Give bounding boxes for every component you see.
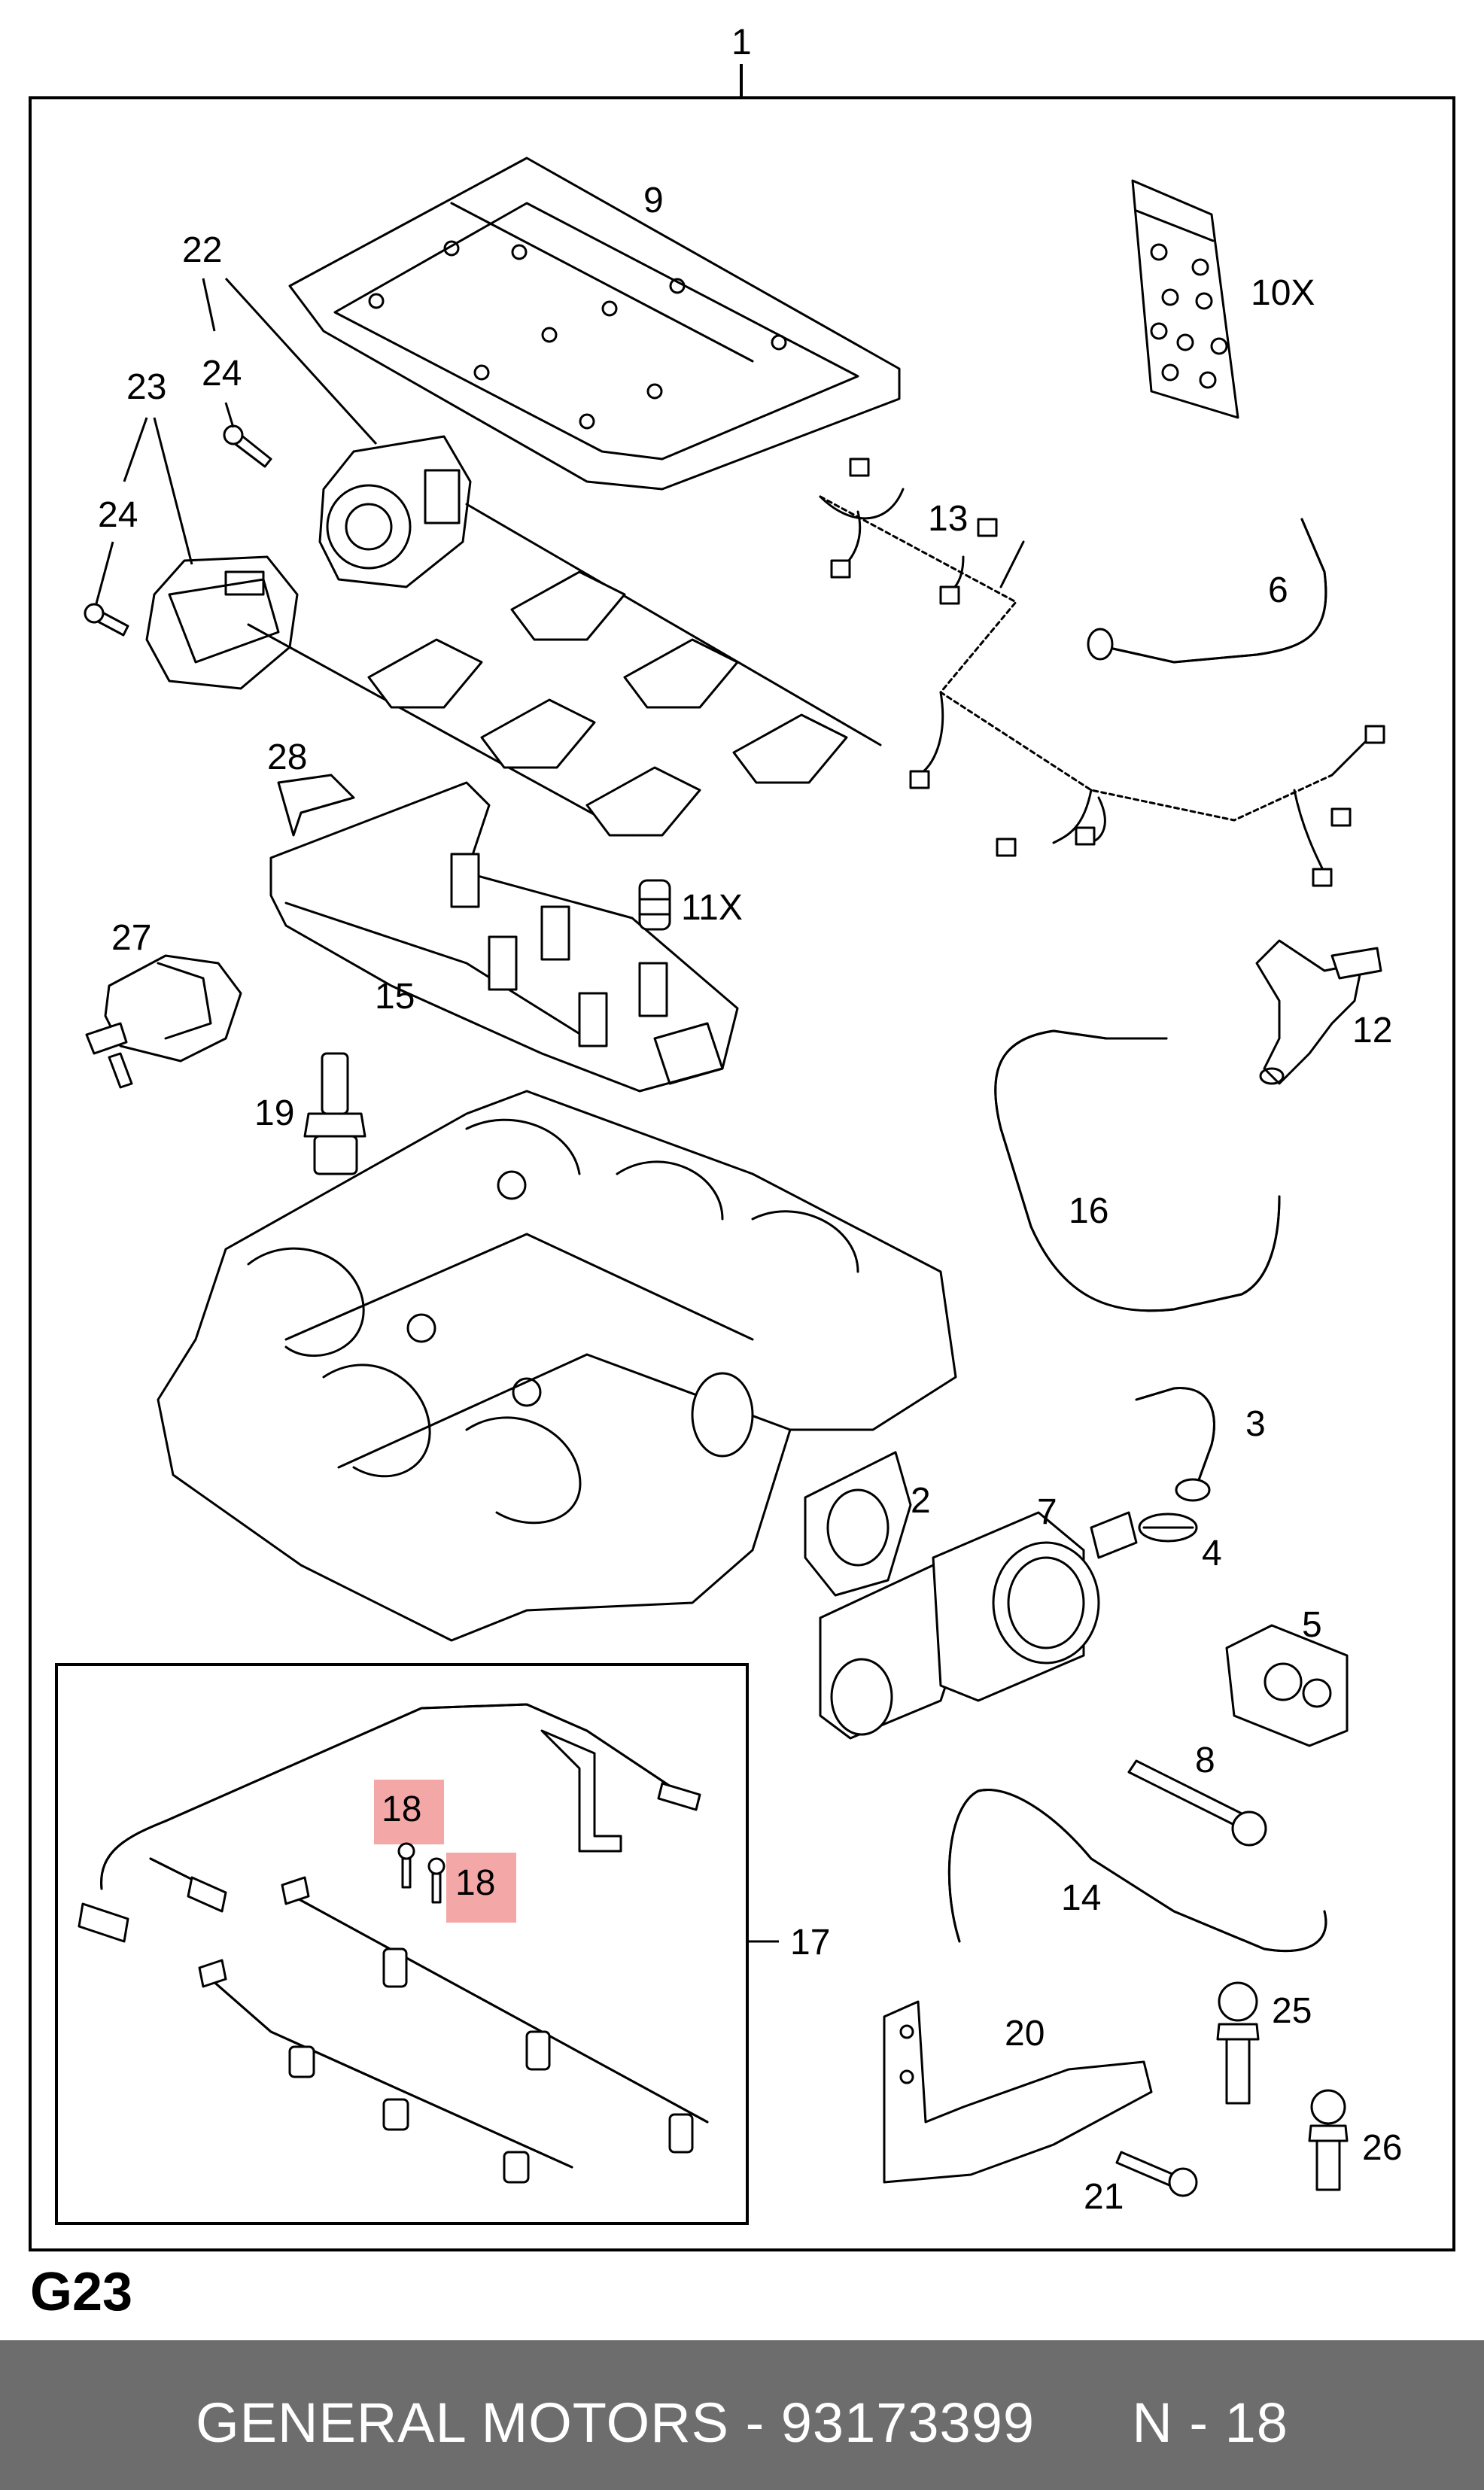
inset-frame — [55, 1663, 749, 2225]
solenoid-valve-27-part — [85, 954, 242, 1089]
label-21: 21 — [1084, 2177, 1124, 2217]
label-25: 25 — [1272, 1991, 1312, 2031]
ball-stud-26-part — [1308, 2089, 1349, 2191]
label-7: 7 — [1037, 1492, 1057, 1532]
sensor-19-part — [303, 1052, 366, 1175]
label-27: 27 — [111, 918, 151, 958]
label-3: 3 — [1245, 1404, 1266, 1444]
fuel-rail-assembly-part — [78, 1703, 709, 2184]
highlight-18a — [374, 1780, 444, 1844]
label-23: 23 — [126, 367, 166, 407]
upper-manifold-part — [269, 781, 739, 1093]
label-28: 28 — [267, 737, 307, 777]
label-2: 2 — [911, 1481, 931, 1521]
label-9: 9 — [643, 181, 664, 220]
clip-28-part — [277, 774, 355, 837]
actuator-23-part — [145, 555, 299, 690]
label-24a: 24 — [202, 354, 242, 394]
vacuum-hose-16-part — [994, 1029, 1281, 1312]
label-10x: 10X — [1251, 273, 1315, 313]
footer-band — [0, 2340, 1484, 2490]
sensor-housing-5-part — [1225, 1624, 1349, 1747]
page-code: G23 — [30, 2262, 132, 2322]
leader-23a — [123, 417, 148, 482]
label-20: 20 — [1005, 2014, 1045, 2054]
screw-18-part — [397, 1842, 446, 1904]
label-13: 13 — [928, 499, 968, 539]
label-5: 5 — [1302, 1605, 1322, 1645]
gasket-2-part — [804, 1451, 912, 1597]
leader-24a — [224, 402, 235, 428]
wiring-harness-part — [819, 458, 1385, 887]
injector-12-part — [1255, 939, 1382, 1085]
label-18a: 18 — [382, 1789, 421, 1829]
leader-24b — [95, 541, 114, 604]
label-8: 8 — [1195, 1741, 1215, 1780]
leader-23b — [153, 417, 193, 565]
flap-shaft-part — [247, 503, 882, 837]
leader-22a — [202, 278, 216, 332]
label-11x: 11X — [681, 888, 743, 928]
label-26: 26 — [1362, 2128, 1402, 2168]
hose-clamp-4-part — [1138, 1513, 1198, 1543]
highlight-18b — [446, 1853, 516, 1923]
screw-24b-part — [84, 603, 129, 637]
label-6: 6 — [1268, 570, 1288, 610]
label-19: 19 — [254, 1093, 294, 1133]
grommet-11-part — [638, 879, 671, 931]
bolt-kit-bag-part — [1131, 179, 1239, 419]
engine-cover-part — [288, 157, 901, 491]
bracket-20-part — [883, 2000, 1153, 2184]
screw-24a-part — [223, 424, 272, 468]
label-15: 15 — [375, 977, 415, 1017]
ball-stud-25-part — [1216, 1981, 1260, 2105]
actuator-22-part — [318, 435, 472, 588]
label-assembly: 1 — [731, 23, 752, 62]
footer-part-number: GENERAL MOTORS - 93173399 N - 18 — [196, 2391, 1288, 2454]
leader-22b — [224, 277, 378, 445]
label-12: 12 — [1352, 1011, 1392, 1050]
label-16: 16 — [1069, 1191, 1108, 1231]
label-4: 4 — [1202, 1534, 1222, 1573]
label-14: 14 — [1061, 1878, 1101, 1918]
label-24b: 24 — [98, 495, 138, 535]
bolt-21-part — [1115, 2151, 1198, 2197]
throttle-body-7-part — [819, 1511, 1138, 1740]
label-22: 22 — [182, 230, 222, 270]
label-17: 17 — [790, 1923, 830, 1963]
lower-intake-manifold-part — [157, 1090, 957, 1642]
hose-3-part — [1135, 1387, 1215, 1502]
label-18b: 18 — [455, 1863, 495, 1903]
hose-6-part — [1087, 518, 1327, 664]
hose-14-part — [947, 1789, 1327, 1953]
bolt-8-part — [1127, 1759, 1267, 1847]
